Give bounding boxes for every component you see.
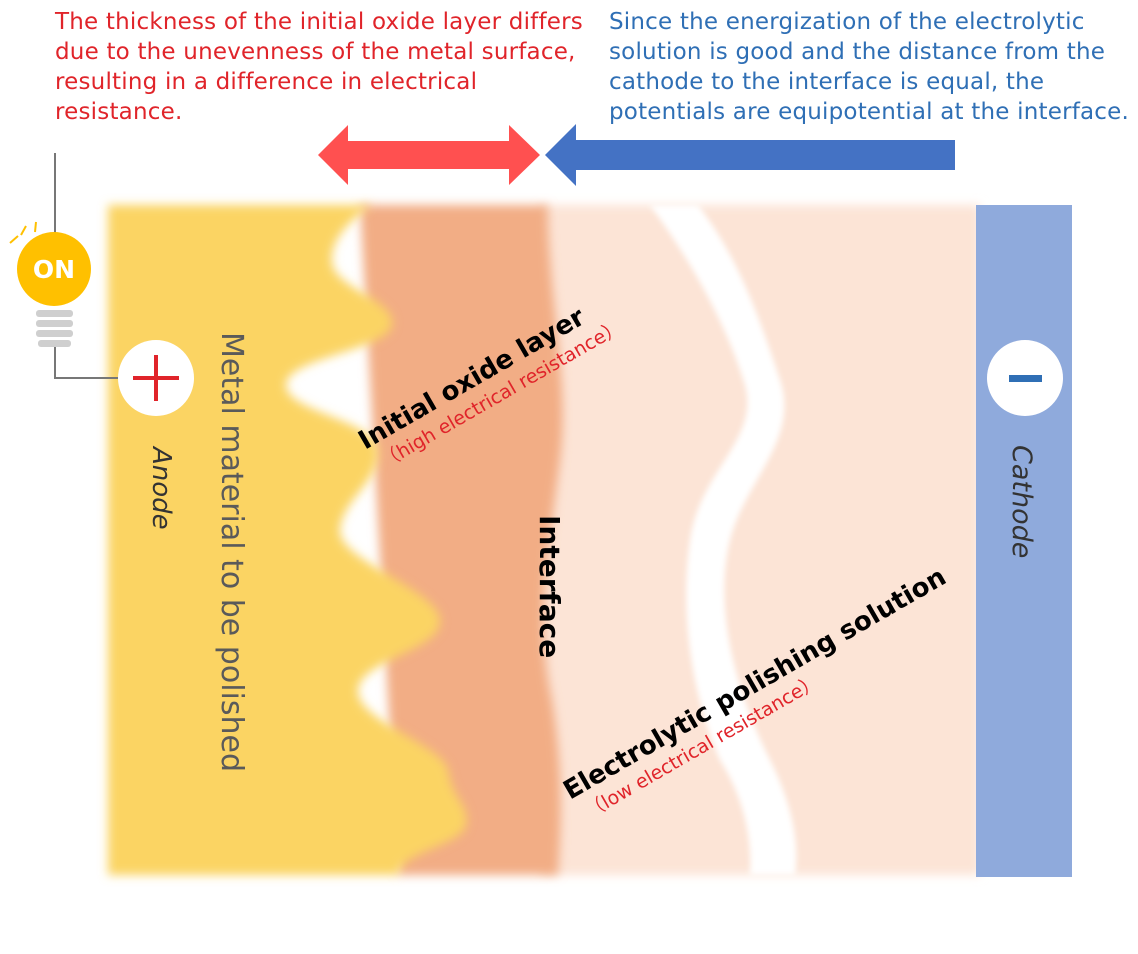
note-left-line: resistance.	[55, 99, 183, 125]
oxide-thickness-note: The thickness of the initial oxide layer…	[55, 7, 595, 127]
minus-icon	[1009, 375, 1042, 382]
wire	[54, 153, 122, 379]
interface-label: Interface	[533, 515, 566, 658]
metal-material-label: Metal material to be polished	[214, 332, 249, 772]
blue-left-arrow	[545, 124, 955, 186]
note-left-line: The thickness of the initial oxide layer…	[55, 9, 583, 35]
note-right-line: solution is good and the distance from t…	[609, 39, 1106, 65]
note-right-line: potentials are equipotential at the inte…	[609, 99, 1130, 125]
solution-flow-band	[650, 205, 797, 875]
anode-label: Anode	[146, 445, 176, 530]
cathode-plate	[976, 205, 1072, 877]
bulb-on-label: ON	[33, 255, 75, 284]
metal-material-region	[108, 205, 467, 875]
red-double-arrow	[318, 125, 540, 185]
equipotential-note: Since the energization of the electrolyt…	[609, 7, 1138, 127]
note-right-line: cathode to the interface is equal, the	[609, 69, 1045, 95]
cathode-label: Cathode	[1006, 445, 1037, 558]
initial-oxide-layer-region	[360, 205, 563, 875]
note-left-line: due to the unevenness of the metal surfa…	[55, 39, 576, 65]
note-right-line: Since the energization of the electrolyt…	[609, 9, 1085, 35]
plus-icon	[133, 355, 179, 401]
light-bulb-icon	[9, 221, 91, 347]
note-left-line: resulting in a difference in electrical	[55, 69, 478, 95]
